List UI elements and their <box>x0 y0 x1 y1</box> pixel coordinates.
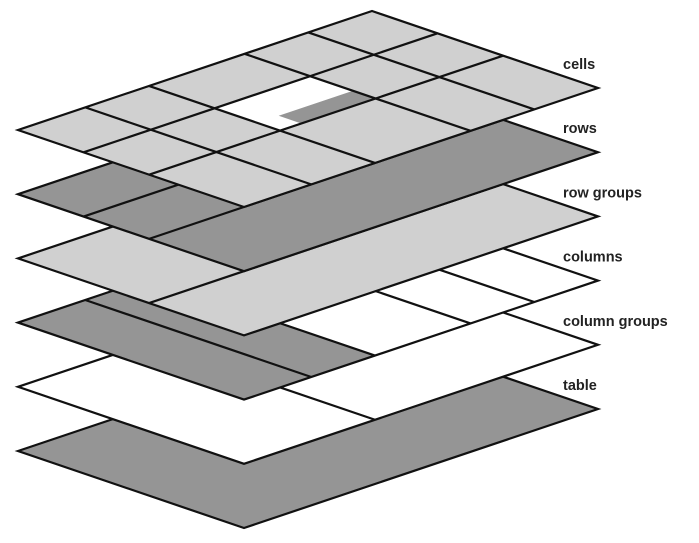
layer-label-column-groups: column groups <box>563 314 668 330</box>
layer-label-cells: cells <box>563 57 595 73</box>
layer-label-row-groups: row groups <box>563 185 642 201</box>
row-divider <box>83 32 438 154</box>
column-divider <box>84 298 312 379</box>
row-divider <box>148 54 504 176</box>
layer-label-table: table <box>563 378 597 394</box>
hole-underlay <box>278 90 376 124</box>
column-divider <box>244 52 471 132</box>
column-divider <box>148 84 376 165</box>
layer-cells: cells <box>14 9 602 209</box>
column-divider <box>84 106 312 186</box>
cell-hole <box>214 76 376 131</box>
layer-label-columns: columns <box>563 250 623 266</box>
layer-label-rows: rows <box>563 121 597 137</box>
layer-cells-outline <box>14 9 602 209</box>
column-divider <box>307 31 535 111</box>
